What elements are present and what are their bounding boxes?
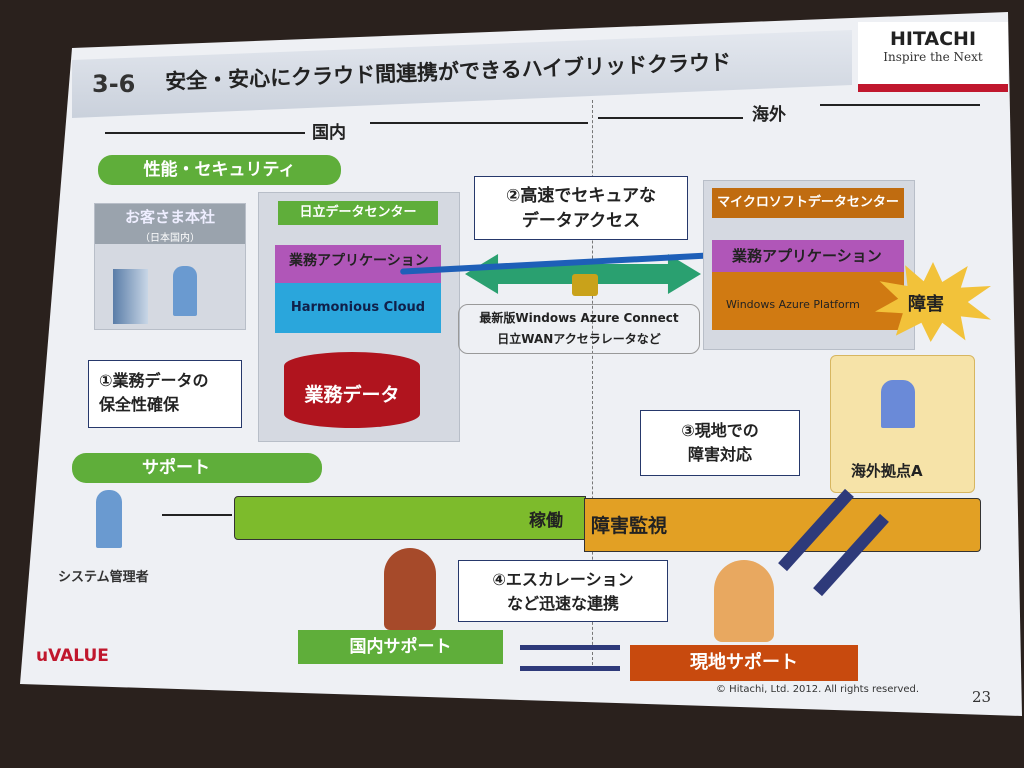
callout4-line1: ④エスカレーション <box>492 570 634 589</box>
office-worker-icon <box>173 266 197 316</box>
domestic-support-label: 国内サポート <box>298 630 503 664</box>
domestic-arrow-right <box>370 122 588 124</box>
callout1-line2: 保全性確保 <box>99 395 180 414</box>
sysadmin-arrow <box>162 514 232 516</box>
azure-band: Windows Azure Platform <box>712 272 904 330</box>
callout4-line2: など迅速な連携 <box>506 594 619 613</box>
overseas-site-label: 海外拠点A <box>851 462 923 480</box>
section-performance: 性能・セキュリティ <box>98 155 341 185</box>
brand: HITACHI <box>889 28 977 50</box>
ms-dc-label: マイクロソフトデータセンター <box>712 188 904 218</box>
callout2-line2: データアクセス <box>521 211 641 231</box>
failure-monitoring-bar: 障害監視 <box>584 498 981 552</box>
callout-escalation: ④エスカレーション など迅速な連携 <box>458 560 668 622</box>
sysadmin-icon <box>96 490 122 548</box>
callout2-line1: ②高速でセキュアな <box>505 186 657 206</box>
operation-bar: 稼働 <box>234 496 586 540</box>
local-support-label: 現地サポート <box>630 645 858 681</box>
callout3-line2: 障害対応 <box>687 445 752 464</box>
tagline: Inspire the Next <box>883 50 983 64</box>
customer-hq-sub: （日本国内） <box>95 229 245 244</box>
ms-app-band: 業務アプリケーション <box>712 240 904 272</box>
support-arrow-left <box>520 645 620 650</box>
callout-local-response: ③現地での 障害対応 <box>640 410 800 476</box>
business-data-cylinder: 業務データ <box>284 352 420 428</box>
connect-note-2: 日立WANアクセラレータなど <box>497 332 661 346</box>
sysadmin-label: システム管理者 <box>58 570 149 585</box>
hitachi-logo: HITACHI Inspire the Next <box>858 22 1008 92</box>
domestic-arrow-left <box>105 132 305 134</box>
failure-label: 障害 <box>908 294 944 315</box>
harmonious-cloud-label: Harmonious Cloud <box>290 300 426 315</box>
callout1-line1: ①業務データの <box>99 371 209 390</box>
domestic-operator-icon <box>384 548 436 630</box>
region-divider <box>592 100 593 670</box>
failure-monitoring-label: 障害監視 <box>591 515 668 537</box>
harmonious-cloud-band: Harmonious Cloud <box>275 283 441 333</box>
business-app-label: 業務アプリケーション <box>289 253 429 269</box>
callout-secure-access: ②高速でセキュアな データアクセス <box>474 176 688 240</box>
overseas-arrow-left <box>598 117 743 119</box>
building-icon <box>113 269 148 324</box>
slide-number-title: 3-6 <box>92 70 136 98</box>
overseas-worker-icon <box>881 380 915 428</box>
callout3-line1: ③現地での <box>681 421 759 440</box>
copyright: © Hitachi, Ltd. 2012. All rights reserve… <box>716 684 920 695</box>
overseas-arrow-right <box>820 104 980 106</box>
support-arrow-right <box>520 666 620 671</box>
operation-label: 稼働 <box>529 511 563 531</box>
connect-note-1: 最新版Windows Azure Connect <box>479 311 679 325</box>
business-app-band: 業務アプリケーション <box>275 245 441 285</box>
overseas-site-panel: 海外拠点A <box>830 355 975 493</box>
hitachi-dc-label: 日立データセンター <box>278 201 438 225</box>
local-operator-icon <box>714 560 774 642</box>
section-support: サポート <box>72 453 322 483</box>
region-domestic: 国内 <box>312 123 346 143</box>
lock-icon <box>572 274 598 296</box>
callout-data-integrity: ①業務データの 保全性確保 <box>88 360 242 428</box>
uvalue-logo: uVALUE <box>36 646 109 666</box>
azure-label: Windows Azure Platform <box>726 298 860 311</box>
connection-notes: 最新版Windows Azure Connect 日立WANアクセラレータなど <box>458 304 700 354</box>
customer-hq-label: お客さま本社 <box>95 204 245 229</box>
ms-app-label: 業務アプリケーション <box>732 247 882 265</box>
region-overseas: 海外 <box>752 105 786 125</box>
customer-hq-panel: お客さま本社 （日本国内） <box>94 203 246 330</box>
page-number: 23 <box>972 688 992 706</box>
